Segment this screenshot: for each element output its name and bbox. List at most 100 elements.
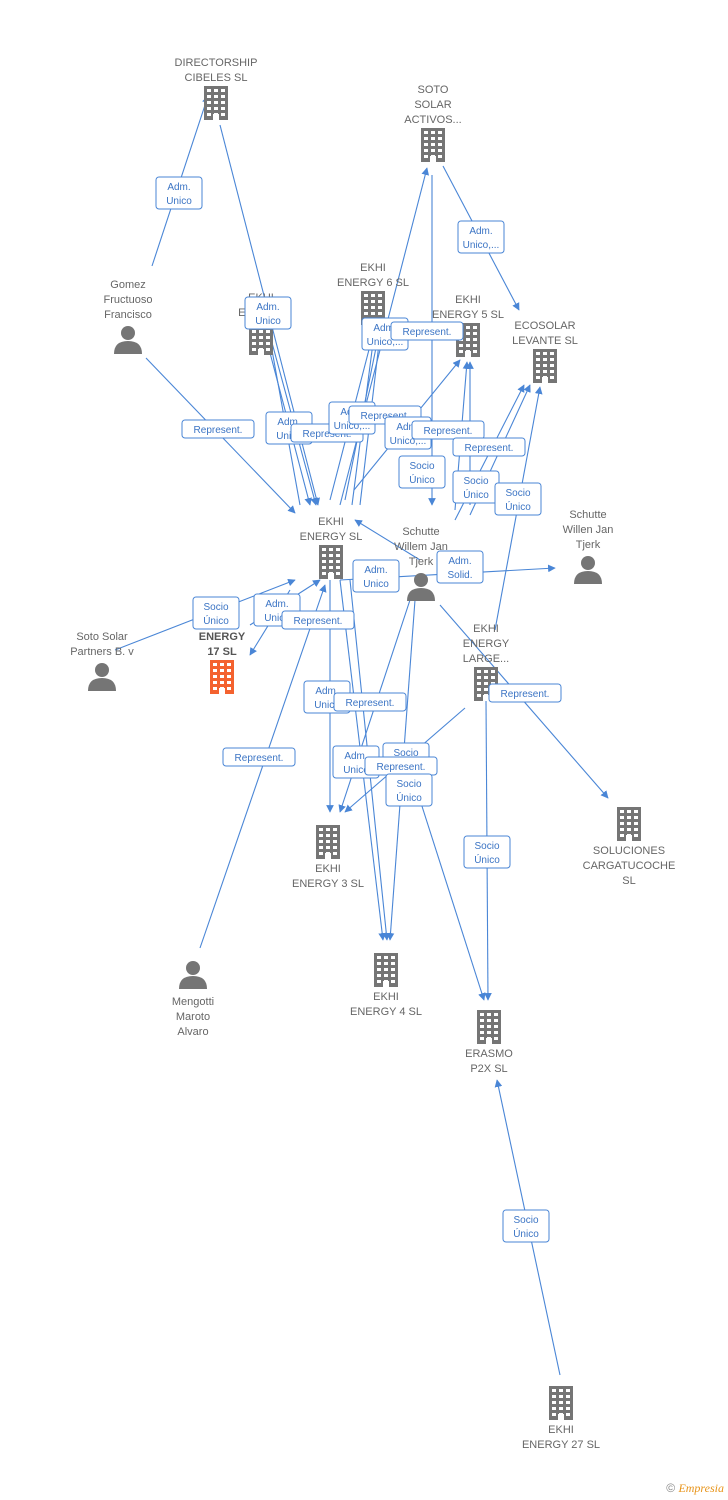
window [371,300,375,303]
door [465,351,471,357]
window [326,834,330,837]
relation-label[interactable]: Represent. [281,610,355,630]
window [322,566,326,569]
window [480,1025,484,1028]
window [566,1407,570,1410]
relation-label[interactable]: Represent. [411,420,485,440]
window [319,852,323,855]
relation-label[interactable]: Represent. [390,321,464,341]
door [558,1414,564,1420]
relation-label[interactable]: Adm.Unico [244,296,292,330]
relation-text: Socio [203,602,228,613]
window [484,682,488,685]
window [494,1019,498,1022]
window [371,312,375,315]
window [559,1401,563,1404]
node-label-line: Mengotti [172,996,214,1008]
window [322,548,326,551]
relation-text: Socio [474,841,499,852]
node-label-line: CIBELES SL [185,72,248,84]
relation-label[interactable]: Adm.Unico,... [457,220,505,254]
relation-box [222,747,296,767]
window [543,352,547,355]
window [384,968,388,971]
relation-label[interactable]: Represent. [488,683,562,703]
relation-label[interactable]: Adm. Solid. [436,550,484,584]
window [466,344,470,347]
window [384,974,388,977]
window [336,572,340,575]
window [543,364,547,367]
window [424,137,428,140]
person-head [121,326,135,340]
window [634,810,638,813]
relation-label[interactable]: Represent. [181,419,255,439]
relation-text: Represent. [377,762,426,773]
relation-text: Adm. [364,565,387,576]
window [627,810,631,813]
node-label-line: Willen Jan [563,524,614,536]
node-label-line: ENERGY 27 SL [522,1439,600,1451]
footer-brand[interactable]: © Empresia [666,1481,724,1496]
window [424,143,428,146]
window [431,149,435,152]
relation-label[interactable]: Represent. [222,747,296,767]
relation-text: Adm. [344,751,367,762]
window [329,566,333,569]
relation-label[interactable]: Represent. [364,756,438,776]
window [473,326,477,329]
relation-text: Socio [505,488,530,499]
window [322,560,326,563]
window [620,828,624,831]
relation-text: Socio [513,1215,538,1226]
relation-label[interactable]: Represent. [333,692,407,712]
node-label-line: ERASMO [465,1048,513,1060]
window [221,101,225,104]
window [336,554,340,557]
window [266,330,270,333]
relation-label[interactable]: Adm.Unico [155,176,203,210]
window [634,834,638,837]
relation-label[interactable]: Represent. [452,437,526,457]
relation-text: Solid. [447,570,472,581]
window [213,669,217,672]
window [566,1413,570,1416]
window [536,364,540,367]
relation-text: Adm. [315,686,338,697]
relation-edge [354,519,421,561]
door [542,377,548,383]
window [536,370,540,373]
window [494,1031,498,1034]
relation-text: Represent. [303,429,352,440]
relation-text: Único [463,488,489,501]
relation-box [463,835,511,869]
node-soto_activos[interactable]: SOTOSOLARACTIVOS... [404,84,462,162]
node-label-line: Schutte [569,509,606,521]
node-label-line: ENERGY 6 SL [337,277,409,289]
relation-label[interactable]: Adm.Unico [352,559,400,593]
relation-text: Adm. [448,556,471,567]
window [336,566,340,569]
